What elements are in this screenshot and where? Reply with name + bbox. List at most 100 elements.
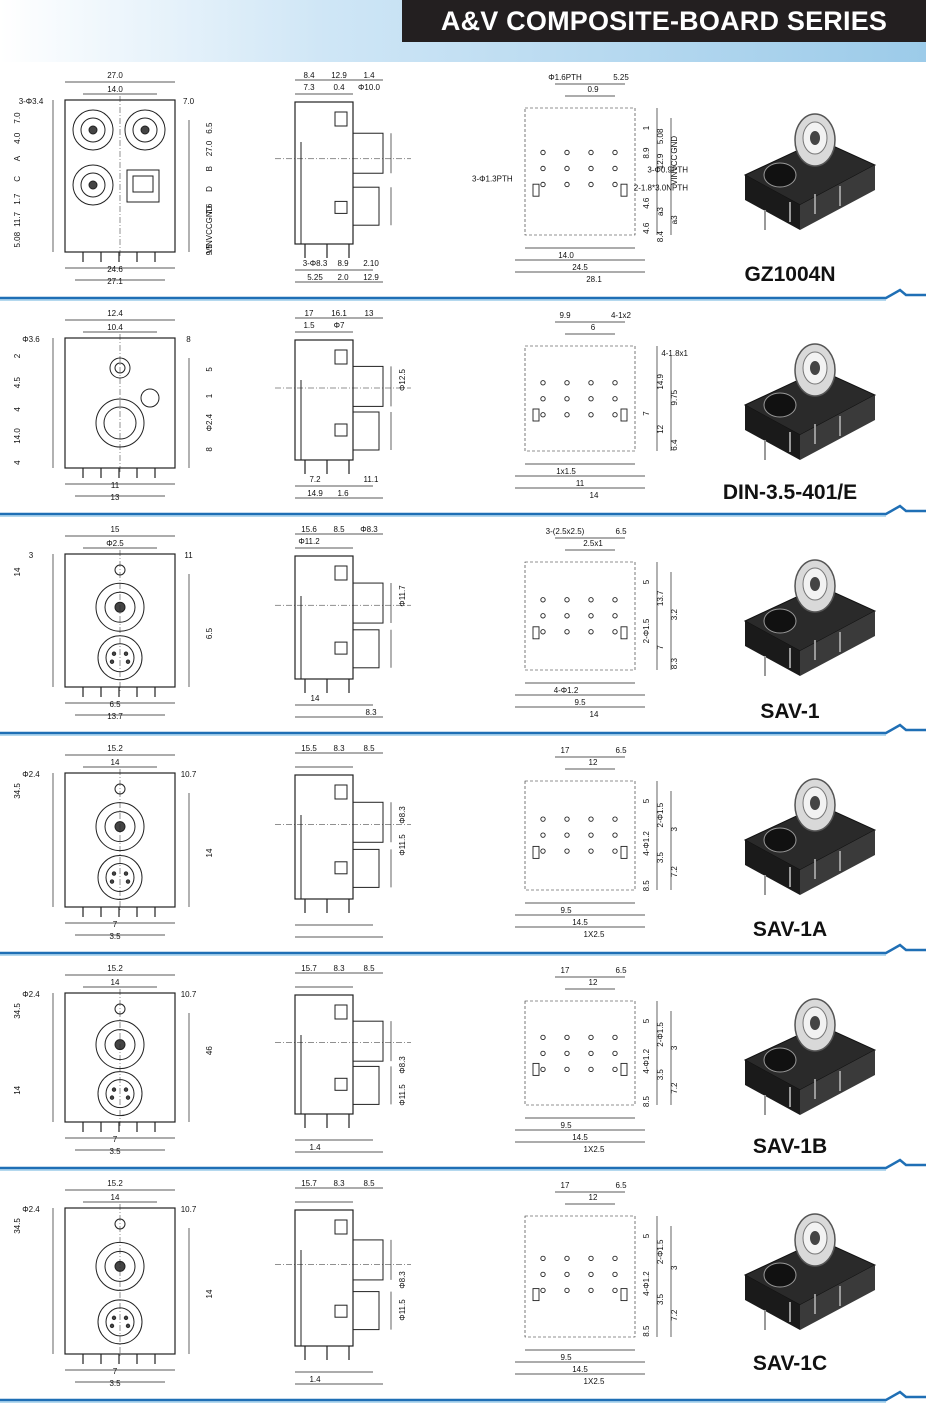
side-dimension-label: 8.3 — [365, 708, 377, 717]
pcb-dimension-label: 8.5 — [642, 880, 651, 892]
front-dimension-label: B — [205, 166, 214, 171]
side-dimension-label: Φ8.3 — [398, 806, 407, 824]
front-dimension-label: 3.5 — [109, 1379, 121, 1388]
front-dimension-label: 24.6 — [107, 265, 123, 274]
pcb-dimension-label: 3-(2.5x2.5) — [546, 527, 585, 536]
front-dimension-label: 10.7 — [181, 990, 197, 999]
side-dimension-label: 13 — [365, 309, 374, 318]
pcb-dimension-label: 3 — [670, 1265, 679, 1270]
pcb-dimension-label: 3.5 — [656, 1069, 665, 1081]
product-photo — [743, 1213, 877, 1330]
pcb-dimension-label: 4-1.8x1 — [661, 349, 688, 358]
side-dimension-label: 12.9 — [363, 273, 379, 282]
pcb-dimension-label: 17 — [561, 966, 570, 975]
front-dimension-label: Φ2.4 — [22, 770, 40, 779]
front-dimension-label: 14 — [111, 1193, 120, 1202]
side-dimension-label: 12.9 — [331, 71, 347, 80]
front-dimension-label: 4 — [13, 407, 22, 412]
side-dimension-label: 17 — [305, 309, 314, 318]
pcb-dimension-label: 14.5 — [572, 1365, 588, 1374]
pcb-dimension-label: 2-Φ1.5 — [656, 1239, 665, 1264]
side-dimension-label: 15.7 — [301, 964, 317, 973]
side-dimension-label: 1.4 — [309, 1375, 321, 1384]
front-dimension-label: 11.7 — [13, 211, 22, 227]
pcb-dimension-label: 12 — [589, 978, 598, 987]
front-dimension-label: 11 — [184, 551, 193, 560]
pcb-layout-drawing: 17126.552-Φ1.534-Φ1.23.57.28.59.514.51X2… — [515, 746, 679, 939]
side-dimension-label: 15.7 — [301, 1179, 317, 1188]
product-photo — [743, 113, 877, 230]
side-dimension-label: Φ8.3 — [398, 1056, 407, 1074]
side-dimension-label: 3-Φ8.3 — [303, 259, 328, 268]
pcb-dimension-label: 3 — [670, 827, 679, 832]
model-name: GZ1004N — [744, 263, 836, 286]
section-divider — [0, 288, 926, 301]
side-dimension-label: 1.4 — [363, 71, 375, 80]
side-dimension-label: 1.6 — [337, 489, 349, 498]
pcb-dimension-label: 9.9 — [559, 311, 571, 320]
pcb-dimension-label: 9.5 — [560, 1121, 572, 1130]
pcb-dimension-label: 6.5 — [615, 527, 627, 536]
front-dimension-label: 9.5 — [205, 244, 214, 256]
side-dimension-label: 16.1 — [331, 309, 347, 318]
side-dimension-label: Φ7 — [334, 321, 345, 330]
front-dimension-label: 27.0 — [205, 140, 214, 156]
pcb-dimension-label: 0.9 — [587, 85, 599, 94]
side-dimension-label: Φ8.3 — [360, 525, 378, 534]
side-dimension-label: 7.2 — [309, 475, 321, 484]
pcb-dimension-label: 7 — [642, 411, 651, 416]
front-dimension-label: 2 — [13, 353, 22, 358]
front-dimension-label: 1.7 — [13, 193, 22, 205]
front-dimension-label: 3 — [29, 551, 34, 560]
pcb-dimension-label: 1X2.5 — [584, 1145, 605, 1154]
front-dimension-label: 3.5 — [109, 932, 121, 941]
front-dimension-label: 14 — [205, 1289, 214, 1298]
front-dimension-label: 46 — [205, 1046, 214, 1055]
side-dimension-label: 2.10 — [363, 259, 379, 268]
front-dimension-label: A — [13, 155, 22, 161]
pcb-dimension-label: 2-Φ1.5 — [656, 802, 665, 827]
pcb-dimension-label: 1x1.5 — [556, 467, 576, 476]
side-dimension-label: 8.5 — [363, 964, 375, 973]
pcb-dimension-label: 14.5 — [572, 1133, 588, 1142]
pcb-dimension-label: a3 — [670, 215, 679, 224]
side-dimension-label: 8.4 — [303, 71, 315, 80]
pcb-dimension-label: 9.5 — [560, 1353, 572, 1362]
pcb-dimension-label: 12.9 — [656, 153, 665, 169]
front-dimension-label: 6.5 — [205, 627, 214, 639]
front-dimension-label: 6.5 — [205, 122, 214, 134]
pcb-dimension-label: 7.2 — [670, 1309, 679, 1321]
product-photo — [743, 778, 877, 895]
pcb-dimension-label: 14 — [590, 491, 599, 500]
front-dimension-label: 34.5 — [13, 783, 22, 799]
pcb-dimension-label: 5.25 — [613, 73, 629, 82]
page-title: A&V COMPOSITE-BOARD SERIES — [402, 0, 926, 42]
front-dimension-label: 8 — [186, 335, 191, 344]
pcb-layout-drawing: 17126.552-Φ1.534-Φ1.23.57.28.59.514.51X2… — [515, 966, 679, 1154]
front-dimension-label: 14 — [13, 1085, 22, 1094]
front-dimension-label: 14 — [13, 567, 22, 576]
pcb-dimension-label: 4-1x2 — [611, 311, 632, 320]
pcb-dimension-label: 3-Φ1.3PTH — [472, 175, 513, 184]
front-dimension-label: Φ2.4 — [22, 990, 40, 999]
front-dimension-label: VINVCCGND — [205, 205, 214, 253]
front-dimension-label: 1 — [205, 393, 214, 398]
pcb-dimension-label: 7 — [656, 645, 665, 650]
pcb-dimension-label: 8.5 — [642, 1325, 651, 1337]
pcb-dimension-label: 6.4 — [670, 439, 679, 451]
pcb-dimension-label: 12 — [589, 1193, 598, 1202]
pcb-dimension-label: 4-Φ1.2 — [554, 686, 579, 695]
pcb-dimension-label: a3 — [656, 207, 665, 216]
front-dimension-label: 14 — [111, 978, 120, 987]
pcb-dimension-label: GND — [670, 136, 679, 154]
side-dimension-label: 2.0 — [337, 273, 349, 282]
pcb-layout-drawing: 3-(2.5x2.5)2.5x16.5513.73.22-Φ1.578.34-Φ… — [515, 527, 679, 719]
